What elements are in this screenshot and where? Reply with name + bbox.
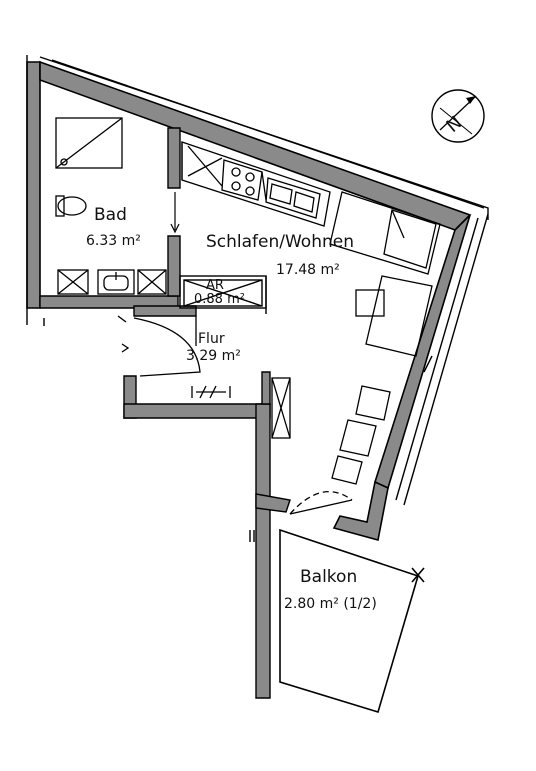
wall-breaks bbox=[43, 315, 255, 542]
kitchen-sink-icon bbox=[265, 177, 321, 219]
room-area-wohnen: 17.48 m² bbox=[276, 262, 340, 278]
entrance-door bbox=[133, 317, 201, 377]
chair-icon-2 bbox=[339, 419, 377, 457]
shower-icon bbox=[55, 117, 123, 169]
room-name-flur: Flur bbox=[198, 331, 225, 347]
room-labels: Bad 6.33 m² Schlafen/Wohnen 17.48 m² AR … bbox=[86, 205, 377, 612]
desk-icon bbox=[355, 275, 433, 357]
doors bbox=[121, 316, 353, 515]
room-area-flur: 3.29 m² bbox=[186, 348, 241, 364]
room-name-wohnen: Schlafen/Wohnen bbox=[206, 232, 354, 252]
room-name-ar: AR bbox=[206, 278, 224, 293]
room-area-bad: 6.33 m² bbox=[86, 233, 141, 249]
chair-icon bbox=[355, 385, 391, 421]
room-name-bad: Bad bbox=[94, 205, 127, 225]
bath-door-arrow bbox=[170, 192, 180, 234]
wardrobe bbox=[271, 377, 291, 439]
kitchen-counter bbox=[181, 141, 331, 227]
storage-room-outline bbox=[179, 275, 267, 314]
room-name-balkon: Balkon bbox=[300, 567, 357, 587]
furniture bbox=[329, 191, 441, 485]
toilet-icon bbox=[55, 195, 87, 217]
facade-lines bbox=[26, 55, 489, 506]
bathroom-fixtures bbox=[55, 117, 167, 295]
interior-walls bbox=[39, 127, 291, 699]
chair-icon-3 bbox=[331, 455, 363, 485]
balcony bbox=[279, 528, 425, 714]
bed-icon bbox=[329, 191, 441, 275]
room-area-balkon: 2.80 m² (1/2) bbox=[284, 596, 377, 612]
sink-icon bbox=[97, 269, 135, 295]
room-area-ar: 0.88 m² bbox=[194, 292, 245, 307]
stove-icon bbox=[221, 159, 263, 201]
